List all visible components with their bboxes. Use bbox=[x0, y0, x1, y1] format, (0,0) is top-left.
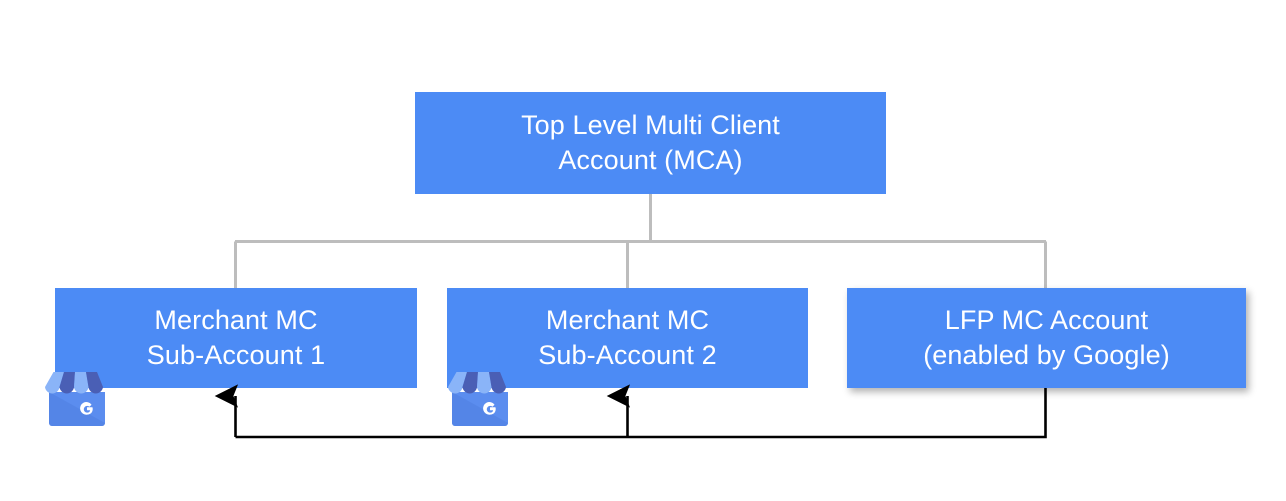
google-my-business-storefront-icon bbox=[448, 372, 508, 426]
feed-path-from-lfp bbox=[235, 388, 1047, 439]
node-sub2-label: Merchant MC Sub-Account 2 bbox=[538, 305, 717, 370]
storefront-body-shade bbox=[452, 392, 508, 426]
awning-scallop-2 bbox=[462, 372, 478, 394]
google-g-letter bbox=[80, 402, 93, 415]
node-sub1-label: Merchant MC Sub-Account 1 bbox=[146, 305, 326, 370]
awning-scallop-1 bbox=[448, 372, 467, 394]
storefront-body-shade bbox=[49, 392, 105, 426]
node-mca-label: Top Level Multi Client Account (MCA) bbox=[521, 110, 780, 175]
google-my-business-storefront-icon bbox=[45, 372, 105, 426]
awning-scallop-2 bbox=[59, 372, 75, 394]
node-merchant-mc-sub-account-1[interactable]: Merchant MC Sub-Account 1 bbox=[55, 288, 417, 388]
awning-scallop-3 bbox=[477, 372, 492, 394]
google-g-letter bbox=[483, 402, 496, 415]
node-lfp-label: LFP MC Account (enabled by Google) bbox=[923, 305, 1170, 370]
awning-scallop-1 bbox=[45, 372, 64, 394]
node-lfp-mc-account[interactable]: LFP MC Account (enabled by Google) bbox=[847, 288, 1246, 388]
awning-scallop-4 bbox=[489, 372, 506, 394]
node-top-level-mca[interactable]: Top Level Multi Client Account (MCA) bbox=[415, 92, 886, 194]
awning-scallop-3 bbox=[74, 372, 89, 394]
awning-scallop-4 bbox=[86, 372, 103, 394]
node-merchant-mc-sub-account-2[interactable]: Merchant MC Sub-Account 2 bbox=[447, 288, 808, 388]
